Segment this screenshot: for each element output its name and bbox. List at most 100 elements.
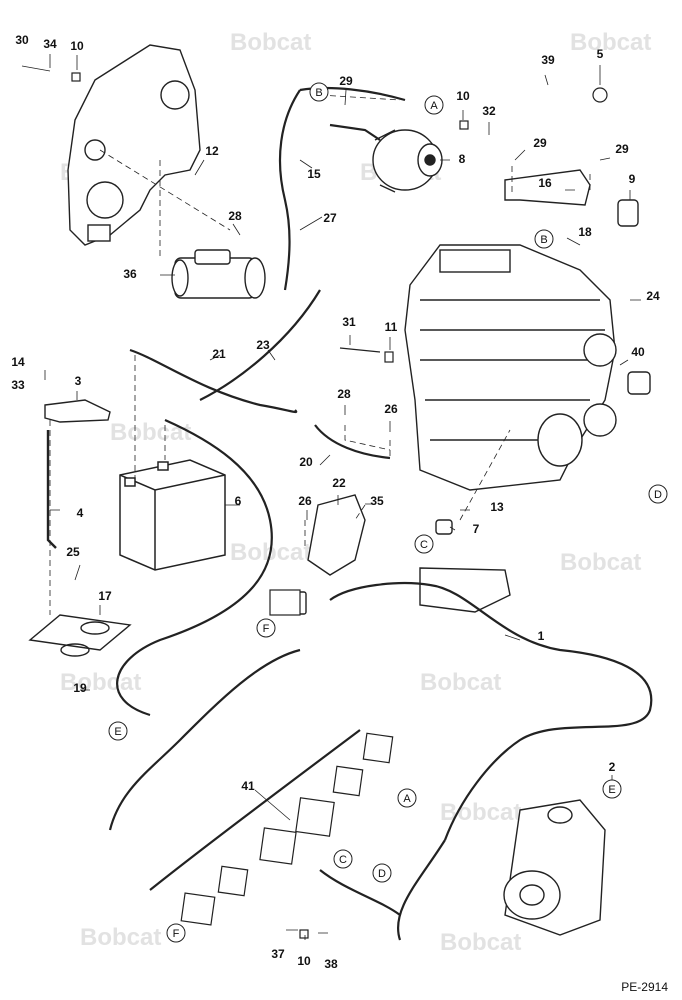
part-callout: 26: [384, 402, 398, 416]
part-callout: 31: [342, 315, 356, 329]
part-callout: 15: [307, 167, 321, 181]
part-callout: 28: [337, 387, 351, 401]
connector-callout: B: [534, 229, 554, 249]
connector-callout-label: D: [378, 868, 386, 880]
alternator: [372, 129, 443, 193]
battery: [119, 459, 226, 571]
connector-callout-label: A: [430, 100, 438, 112]
part-callout: 20: [299, 455, 313, 469]
watermark-text: Bobcat: [80, 924, 161, 951]
mounting-bracket: [307, 169, 591, 576]
leader-lines: [21, 54, 641, 940]
part-callout: 29: [339, 74, 353, 88]
connector-callout-ring: [309, 82, 329, 102]
connector-callout: E: [602, 779, 622, 799]
part-callout: 22: [332, 476, 346, 490]
watermark-text: Bobcat: [560, 549, 641, 576]
part-callout: 9: [629, 172, 636, 186]
engine-gear-housing: [67, 44, 201, 246]
watermark-text: Bobcat: [420, 669, 501, 696]
connector-callout: B: [309, 82, 329, 102]
connector-callout: F: [256, 618, 276, 638]
connector-callout: A: [397, 788, 417, 808]
connector-callout-label: F: [263, 623, 270, 635]
part-callout: 29: [615, 142, 629, 156]
part-callout: 11: [385, 320, 398, 334]
connector-callout: D: [648, 484, 668, 504]
part-callout: 1: [538, 629, 545, 643]
engine-block: [404, 244, 617, 491]
part-callout: 7: [473, 522, 480, 536]
connector-callout-label: C: [420, 539, 428, 551]
part-callout: 24: [646, 289, 660, 303]
part-callout: 23: [256, 338, 270, 352]
connector-callout: E: [108, 721, 128, 741]
part-callout: 18: [578, 225, 592, 239]
connector-callout-label: E: [114, 726, 121, 738]
part-callout: 17: [98, 589, 112, 603]
part-callout: 8: [459, 152, 466, 166]
part-callout: 30: [15, 33, 29, 47]
part-callout: 16: [538, 176, 552, 190]
part-callout: 21: [212, 347, 226, 361]
part-callout: 27: [323, 211, 337, 225]
watermark-text: Bobcat: [60, 669, 141, 696]
connector-callout-label: B: [540, 234, 547, 246]
connector-callout-ring: [648, 484, 668, 504]
connector-callout-ring: [414, 534, 434, 554]
part-callout: 2: [609, 760, 616, 774]
part-callout: 36: [123, 267, 137, 281]
connector-callouts: A B B C D E F A C D E F: [108, 82, 668, 943]
part-callout: 34: [43, 37, 57, 51]
oil-pressure-sender: [435, 519, 453, 535]
connector-callout-label: A: [403, 793, 411, 805]
part-callout: 38: [324, 957, 338, 971]
connector-callout: A: [424, 95, 444, 115]
connector-callout-ring: [166, 923, 186, 943]
part-callout: 10: [70, 39, 84, 53]
glow-plug-relay: [617, 199, 651, 395]
part-callout: 10: [297, 954, 311, 968]
part-callout: 37: [271, 947, 285, 961]
wiring-harness: [108, 86, 653, 941]
part-callout: 6: [235, 494, 242, 508]
part-callout: 25: [66, 545, 80, 559]
connector-callout-label: F: [173, 928, 180, 940]
part-callout: 33: [11, 378, 25, 392]
part-callout: 39: [541, 53, 555, 67]
part-callout: 35: [370, 494, 384, 508]
watermark-text: Bobcat: [230, 29, 311, 56]
connector-callout-ring: [602, 779, 622, 799]
part-callout: 32: [482, 104, 496, 118]
connector-callout-ring: [108, 721, 128, 741]
connector-callout-label: D: [654, 489, 662, 501]
part-callout: 29: [533, 136, 547, 150]
air-filter-canister: [503, 799, 606, 936]
connector-callout: F: [166, 923, 186, 943]
connector-callout-ring: [534, 229, 554, 249]
connector-callout-ring: [424, 95, 444, 115]
connector-callout: D: [372, 863, 392, 883]
part-callout: 4: [77, 506, 84, 520]
connector-callout: C: [333, 849, 353, 869]
part-callout: 12: [205, 144, 219, 158]
connector-callout: C: [414, 534, 434, 554]
part-callout: 28: [228, 209, 242, 223]
connector-callout-ring: [372, 863, 392, 883]
part-callout: 41: [241, 779, 255, 793]
watermark-text: Bobcat: [110, 419, 191, 446]
connector-callout-label: B: [315, 87, 322, 99]
cable-ties-and-fasteners: [71, 72, 608, 939]
connector-gaskets: [180, 589, 394, 926]
part-callout: 14: [11, 355, 25, 369]
connector-callout-ring: [256, 618, 276, 638]
battery-hold-down: [28, 399, 132, 657]
connector-callout-ring: [333, 849, 353, 869]
connector-callout-label: C: [339, 854, 347, 866]
part-callout: 26: [298, 494, 312, 508]
part-callout: 13: [490, 500, 504, 514]
drawing-code: PE-2914: [621, 980, 668, 994]
connector-callout-ring: [397, 788, 417, 808]
